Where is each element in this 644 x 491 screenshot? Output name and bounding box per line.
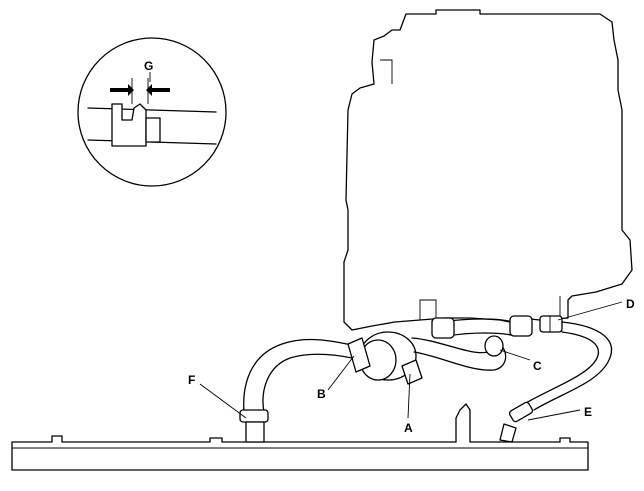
callout-g: G (144, 59, 153, 73)
leader-f (199, 383, 247, 419)
leader-b (327, 355, 355, 391)
canister-clamp-b (347, 337, 371, 373)
inset-clip-body (111, 103, 147, 147)
hose-b-to-c (413, 343, 507, 371)
hose-f-to-b-outer (262, 353, 353, 413)
inset-clip-tab (145, 117, 161, 143)
canister-clamp-a (401, 359, 423, 385)
inset-arrow-left (110, 84, 134, 96)
fitting-e (499, 423, 517, 443)
leader-d (557, 301, 623, 321)
callout-e: E (584, 405, 592, 419)
connector-block-left (431, 317, 455, 339)
connector-block-right (509, 315, 533, 337)
callout-c: C (533, 359, 542, 373)
leader-c (499, 349, 531, 361)
fitting-c (484, 335, 504, 357)
hose-f-to-b (243, 338, 357, 413)
detail-inset-circle (77, 37, 227, 187)
callout-f: F (188, 373, 195, 387)
leader-a (407, 373, 411, 419)
engine-inner-detail (380, 59, 561, 320)
quick-connector-d (539, 315, 563, 333)
hose-clip-e (508, 401, 534, 423)
hose-b-to-c-inner (411, 337, 494, 354)
hose-clip-f (239, 409, 269, 423)
engine-block-outline (343, 9, 633, 331)
fitting-f (245, 421, 265, 443)
fuel-rail-bar (11, 403, 589, 471)
callout-d: D (626, 297, 635, 311)
leader-e (527, 409, 581, 421)
callout-b: B (317, 387, 326, 401)
callout-a: A (404, 421, 413, 435)
hose-d-to-e-inner (523, 331, 599, 405)
inset-arrow-right (146, 84, 170, 96)
hose-d-to-e (533, 321, 613, 411)
